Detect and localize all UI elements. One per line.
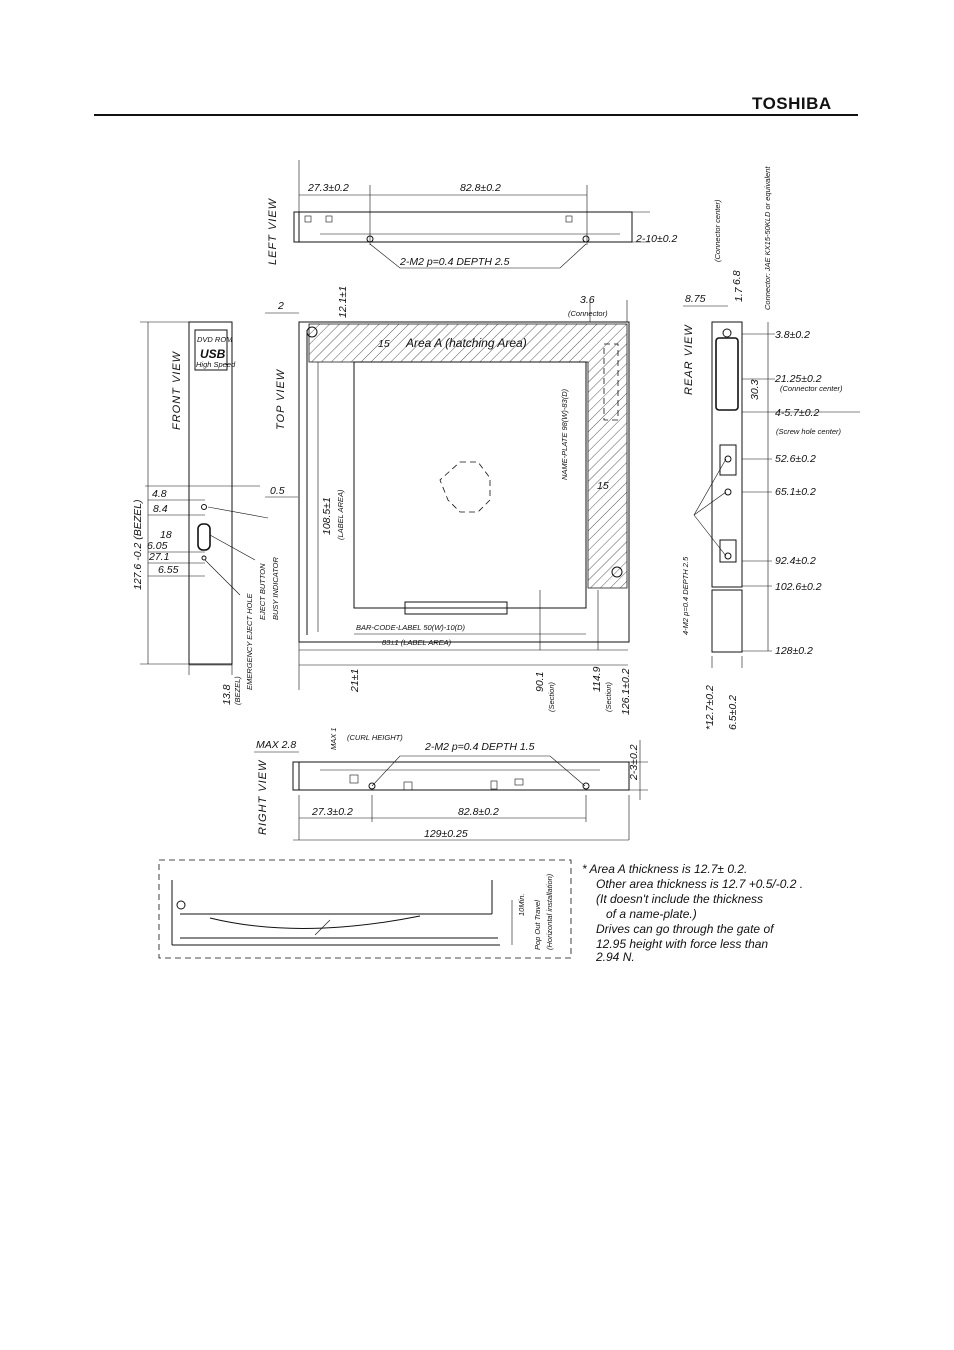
logo-line-3: High Speed	[196, 360, 236, 369]
dim-right-828: 82.8±0.2	[458, 806, 499, 818]
dim-top-21: 21±1	[349, 669, 361, 693]
connector-jae-label: Connector: JAE KX15-50KLD or equivalent	[763, 166, 772, 310]
dim-left-210: 2-10±0.2	[635, 233, 678, 245]
dim-rear-conn-center2: (Connector center)	[780, 384, 843, 393]
note-line-1: * Area A thickness is 12.7± 0.2.	[582, 862, 747, 876]
note-line-3: (It doesn't include the thickness	[596, 892, 763, 906]
dim-top-section2: (Section)	[604, 681, 613, 712]
dim-top-1261: 126.1±0.2	[620, 668, 632, 715]
dim-front-84: 8.4	[153, 503, 168, 515]
dim-front-48: 4.8	[152, 488, 167, 500]
dim-rear-conn-center: (Connector center)	[713, 199, 722, 262]
dim-top-conn: (Connector)	[568, 309, 608, 318]
dim-top-1085: 108.5±1	[321, 497, 333, 535]
dim-right-m2: 2-M2 p=0.4 DEPTH 1.5	[424, 741, 535, 753]
right-view: RIGHT VIEW MAX 2.8 MAX 1 (CURL HEIGHT) 2…	[254, 727, 648, 841]
dim-front-655: 6.55	[158, 564, 179, 576]
busy-indicator-label: BUSY INDICATOR	[271, 556, 280, 620]
dim-rear-38: 3.8±0.2	[775, 329, 810, 341]
rear-view-label: REAR VIEW	[683, 324, 695, 395]
dim-left-828: 82.8±0.2	[460, 182, 501, 194]
dim-front-bezel2: (BEZEL)	[233, 676, 242, 705]
dim-rear-65: 6.5±0.2	[727, 695, 739, 730]
dim-top-83: 83±1 (LABEL AREA)	[382, 638, 452, 647]
top-view: TOP VIEW 2 12.1±1 3.6 (Connector) 15 Are…	[265, 286, 632, 715]
dim-left-273: 27.3±0.2	[307, 182, 349, 194]
dim-popout-10: 10Min.	[517, 893, 526, 916]
dim-top-901: 90.1	[534, 672, 546, 692]
note-line-7: 2.94 N.	[595, 950, 635, 964]
popout-install-label: (Horizontal installation)	[545, 873, 554, 950]
notes: * Area A thickness is 12.7± 0.2. Other a…	[582, 862, 803, 964]
dim-right-max28: MAX 2.8	[256, 739, 296, 751]
logo-line-1: DVD ROM	[197, 335, 233, 344]
left-view: LEFT VIEW 27.3±0.2 82.8±0.2 2-10±0.2 2-M…	[267, 160, 678, 269]
dim-rear-127: *12.7±0.2	[704, 685, 716, 730]
left-view-label: LEFT VIEW	[267, 197, 279, 265]
dim-rear-68: 6.8	[731, 270, 743, 285]
dim-rear-457: 4-5.7±0.2	[775, 407, 819, 419]
popout-travel-label: Pop Out Travel	[533, 900, 542, 950]
dim-right-max1: MAX 1	[329, 727, 338, 750]
dim-rear-1026: 102.6±0.2	[775, 581, 822, 593]
header-rule	[94, 114, 858, 116]
dim-top-label-area: (LABEL AREA)	[336, 489, 345, 540]
note-line-5: Drives can go through the gate of	[596, 922, 775, 936]
dim-right-129: 129±0.25	[424, 828, 468, 840]
note-line-2: Other area thickness is 12.7 +0.5/-0.2 .	[596, 877, 803, 891]
dim-rear-128: 128±0.2	[775, 645, 813, 657]
dim-top-section1: (Section)	[547, 681, 556, 712]
dim-rear-17: 1.7	[733, 286, 745, 302]
dim-top-2: 2	[277, 300, 284, 312]
dim-front-bezel: 127.6 -0.2 (BEZEL)	[132, 500, 144, 590]
dim-front-605: 6.05	[147, 540, 168, 552]
dim-front-138: 13.8	[221, 684, 233, 705]
right-view-label: RIGHT VIEW	[257, 759, 269, 835]
dim-rear-303: 30.3	[749, 379, 761, 400]
dim-right-23: 2-3±0.2	[628, 744, 640, 781]
dim-top-1149: 114.9	[591, 666, 603, 692]
dim-rear-526: 52.6±0.2	[775, 453, 816, 465]
area-a-label: Area A (hatching Area)	[405, 336, 527, 350]
dim-rear-m2: 4-M2 p=0.4 DEPTH 2.5	[681, 556, 690, 635]
dim-right-273: 27.3±0.2	[311, 806, 353, 818]
barcode-label: BAR-CODE-LABEL 50(W)-10(D)	[356, 623, 466, 632]
dim-front-271: 27.1	[148, 551, 169, 563]
dim-rear-651: 65.1±0.2	[775, 486, 816, 498]
dim-top-15b: 15	[597, 480, 609, 492]
logo-line-2: USB	[200, 347, 226, 361]
dim-top-15a: 15	[378, 338, 390, 350]
emergency-eject-label: EMERGENCY EJECT HOLE	[245, 592, 254, 690]
note-line-6: 12.95 height with force less than	[596, 937, 768, 951]
note-line-4: of a name-plate.)	[606, 907, 697, 921]
dim-top-121: 12.1±1	[337, 286, 349, 318]
dim-front-18: 18	[160, 529, 172, 541]
dim-rear-screw: (Screw hole center)	[776, 427, 842, 436]
brand-logo: TOSHIBA	[752, 94, 832, 113]
dim-top-05: 0.5	[270, 485, 285, 497]
dim-rear-2125: 21.25±0.2	[774, 373, 822, 385]
dim-rear-924: 92.4±0.2	[775, 555, 816, 567]
front-view: DVD ROM USB High Speed FRONT VIEW 127.6 …	[132, 321, 280, 705]
dim-rear-875: 8.75	[685, 293, 706, 305]
eject-button-label: EJECT BUTTON	[258, 563, 267, 620]
front-view-label: FRONT VIEW	[171, 350, 183, 430]
top-view-label: TOP VIEW	[275, 368, 287, 430]
dim-left-m2: 2-M2 p=0.4 DEPTH 2.5	[399, 256, 510, 268]
popout-detail: 10Min. Pop Out Travel (Horizontal instal…	[158, 859, 572, 959]
dim-top-36: 3.6	[580, 294, 595, 306]
dim-right-curl: (CURL HEIGHT)	[347, 733, 403, 742]
rear-view: REAR VIEW 8.75 6.8 1.7 (Connector center…	[681, 166, 860, 730]
nameplate-label: NAME-PLATE 98(W)-83(D)	[560, 388, 569, 480]
